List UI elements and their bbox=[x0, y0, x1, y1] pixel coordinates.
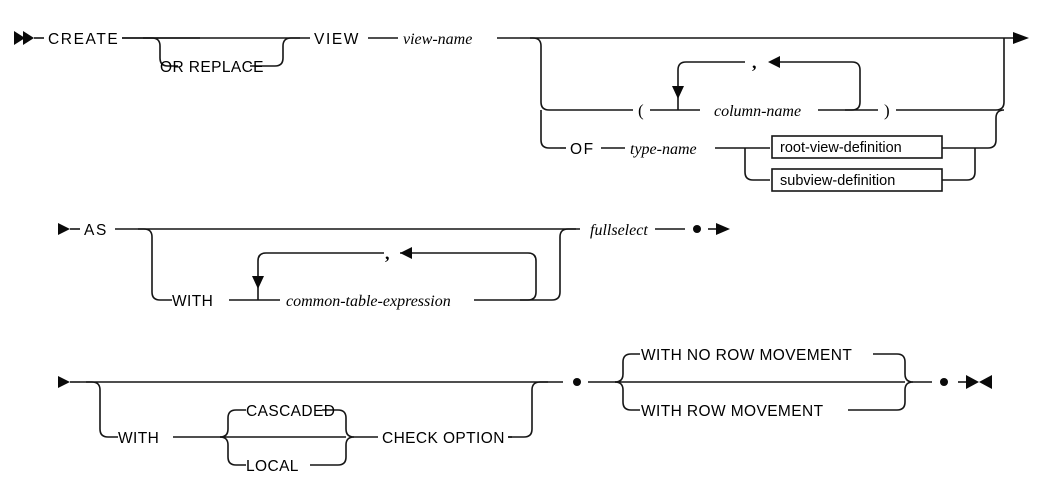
token-as: AS bbox=[84, 222, 108, 239]
token-lparen: ( bbox=[638, 101, 644, 120]
token-with-row-movement: WITH ROW MOVEMENT bbox=[641, 403, 824, 420]
branch-with-cte bbox=[138, 228, 576, 301]
choice-cascaded-local bbox=[219, 409, 355, 466]
start-marker-icon bbox=[14, 31, 44, 45]
token-with-check: WITH bbox=[118, 430, 159, 447]
token-rparen: ) bbox=[884, 101, 890, 120]
row1-end-arrow-icon bbox=[1013, 32, 1029, 44]
branch-or-replace: OR REPLACE bbox=[143, 37, 300, 76]
token-comma-column-loop: , bbox=[752, 52, 757, 72]
loop-common-table-expression: , bbox=[252, 243, 537, 301]
branch-with-check-option bbox=[86, 381, 548, 438]
branch-column-list-left bbox=[530, 37, 560, 149]
end-marker-icon bbox=[958, 375, 992, 389]
token-of: OF bbox=[570, 141, 595, 158]
token-cascaded: CASCADED bbox=[246, 403, 335, 420]
label-subview-definition: subview-definition bbox=[780, 173, 895, 189]
token-column-name: column-name bbox=[714, 103, 801, 120]
token-with-no-row-movement: WITH NO ROW MOVEMENT bbox=[641, 347, 852, 364]
token-common-table-expression: common-table-expression bbox=[286, 293, 451, 310]
token-comma-cte-loop: , bbox=[385, 243, 390, 263]
continuation-dot-row3-b bbox=[940, 378, 948, 386]
fragment-box-root-view-definition[interactable] bbox=[771, 135, 943, 159]
token-view: VIEW bbox=[314, 31, 360, 48]
row2-end-arrow-icon bbox=[716, 223, 730, 235]
branch-view-definition bbox=[744, 148, 770, 181]
continuation-dot-row3-a bbox=[573, 378, 581, 386]
token-or-replace: OR REPLACE bbox=[160, 59, 264, 76]
token-check-option: CHECK OPTION bbox=[382, 430, 505, 447]
token-type-name: type-name bbox=[630, 141, 697, 158]
row3-start-marker-icon bbox=[58, 376, 80, 388]
token-create: CREATE bbox=[48, 31, 119, 48]
choice-row-movement bbox=[614, 353, 914, 411]
branch-column-list-right bbox=[940, 38, 1005, 149]
token-local: LOCAL bbox=[246, 458, 299, 475]
loop-column-name: , bbox=[672, 52, 861, 111]
continuation-dot-row2 bbox=[693, 225, 701, 233]
label-root-view-definition: root-view-definition bbox=[780, 140, 902, 156]
token-with-cte: WITH bbox=[172, 293, 213, 310]
token-view-name: view-name bbox=[403, 31, 472, 48]
line-subview-merge bbox=[942, 148, 976, 181]
token-fullselect: fullselect bbox=[590, 222, 648, 239]
row2-start-marker-icon bbox=[58, 223, 80, 235]
